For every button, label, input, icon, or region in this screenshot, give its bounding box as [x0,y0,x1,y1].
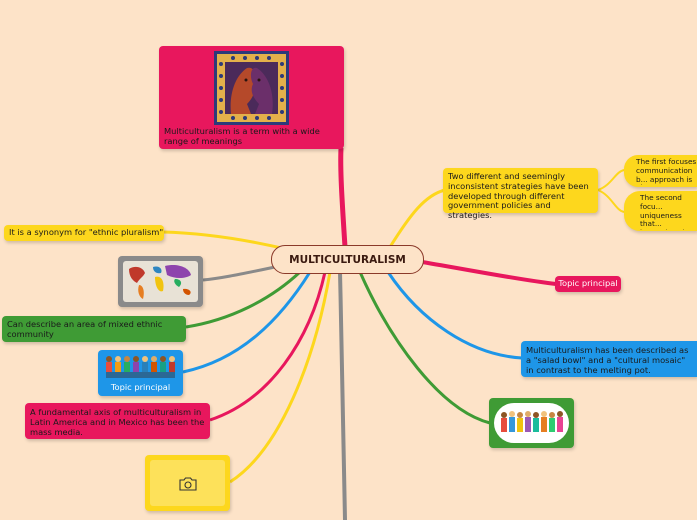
synonym-node[interactable]: It is a synonym for "ethnic pluralism" [4,225,164,241]
describe-area-text: Can describe an area of mixed ethnic com… [7,319,163,339]
link-synonym [162,230,291,252]
second-focus-text: The second focu... uniqueness that... in… [640,194,685,230]
link-people [182,271,312,374]
central-topic-label: MULTICULTURALISM [289,254,406,266]
world-map-node[interactable] [118,256,203,307]
camera-icon [179,476,197,491]
link-bottom [338,271,347,520]
latin-america-text: A fundamental axis of multiculturalism i… [30,407,205,437]
describe-area-node[interactable]: Can describe an area of mixed ethnic com… [2,316,186,342]
salad-bowl-node[interactable]: Multiculturalism has been described as a… [521,341,697,377]
link-crowd [358,271,491,425]
topic-principal-right-label: Topic principal [558,278,618,288]
link-salad [386,271,523,360]
link-top-image [338,147,348,248]
link-latin [209,271,327,422]
people-node[interactable]: Topic principal [98,350,183,396]
placeholder-inner [150,460,225,506]
link-topic-right [421,260,557,286]
first-focus-node[interactable]: The first focuses communication b... app… [624,155,697,187]
people-holding-hands-image [103,352,178,380]
synonym-text: It is a synonym for "ethnic pluralism" [9,227,164,237]
top-image-caption: Multiculturalism is a term with a wide r… [164,126,320,146]
link-strategies [388,188,446,248]
topic-principal-right-node[interactable]: Topic principal [555,276,621,292]
topic-principal-left-label: Topic principal [110,382,171,392]
strategies-node[interactable]: Two different and seemingly inconsistent… [443,168,598,220]
second-focus-node[interactable]: The second focu... uniqueness that... in… [624,191,697,231]
link-placeholder [229,271,332,484]
crowd-node[interactable] [489,398,574,448]
link-first-focus [597,169,625,191]
placeholder-image-node[interactable] [145,455,230,511]
first-focus-text: The first focuses communication b... app… [636,158,697,185]
link-second-focus [597,189,625,213]
faces-art-image [214,51,289,125]
diverse-crowd-image [494,403,569,443]
latin-america-node[interactable]: A fundamental axis of multiculturalism i… [25,403,210,439]
central-topic[interactable]: MULTICULTURALISM [271,245,424,274]
top-image-node[interactable]: Multiculturalism is a term with a wide r… [159,46,344,149]
strategies-text: Two different and seemingly inconsistent… [448,171,589,221]
link-describe [185,270,302,329]
world-map-image [123,261,198,302]
salad-bowl-text: Multiculturalism has been described as a… [526,345,689,375]
